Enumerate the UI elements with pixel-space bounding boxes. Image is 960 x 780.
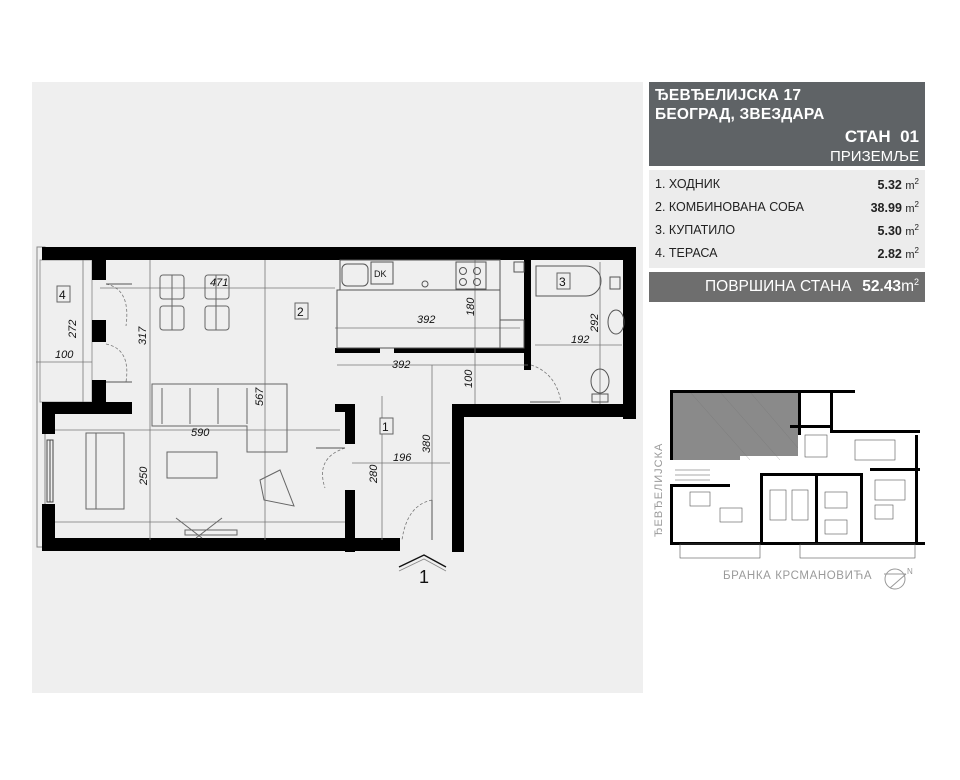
armchair xyxy=(259,469,295,507)
room-row: 3. КУПАТИЛО 5.30 m2 xyxy=(655,223,919,243)
dim-250: 250 xyxy=(138,466,150,486)
living-furniture xyxy=(85,383,295,539)
sofa xyxy=(85,432,125,510)
room-tag-1: 1 xyxy=(382,420,389,434)
room-name: 2. КОМБИНОВАНА СОБА xyxy=(655,200,804,214)
washbasin xyxy=(607,309,625,335)
room-area: 38.99 m2 xyxy=(870,200,919,216)
sink xyxy=(341,263,369,287)
street-name-left: ЂЕВЂЕЛИЈСКА xyxy=(653,443,665,537)
walls xyxy=(42,247,636,552)
room-name: 1. ХОДНИК xyxy=(655,177,721,191)
dimension-labels: 471 272 100 317 392 180 392 100 192 292 … xyxy=(55,277,601,486)
building-key-plan xyxy=(650,380,940,600)
unit-label: СТАН 01 xyxy=(844,127,919,146)
north-compass-icon: N xyxy=(884,567,913,590)
dim-180: 180 xyxy=(465,297,477,316)
compass-north-label: N xyxy=(907,567,913,576)
room-tags: 4 2 3 1 DK xyxy=(56,269,571,435)
room-area-list: 1. ХОДНИК 5.32 m2 2. КОМБИНОВАНА СОБА 38… xyxy=(649,170,925,268)
kitchen xyxy=(336,259,525,349)
dishwasher-label: DK xyxy=(374,269,387,279)
room-area: 2.82 m2 xyxy=(877,246,919,262)
floor-plan-panel: 4 2 3 1 DK 471 272 100 317 392 180 392 1… xyxy=(32,82,643,693)
terrace-area xyxy=(39,259,93,403)
dim-100-corridor: 100 xyxy=(463,369,475,388)
room-tag-4: 4 xyxy=(59,288,66,302)
windows xyxy=(46,439,54,503)
dining-set xyxy=(159,274,230,331)
dim-272: 272 xyxy=(67,320,79,339)
coffee-table xyxy=(166,451,218,479)
room-row: 1. ХОДНИК 5.32 m2 xyxy=(655,177,919,197)
address-city: БЕОГРАД, ЗВЕЗДАРА xyxy=(655,106,825,123)
dim-380: 380 xyxy=(421,434,433,453)
corner-sofa xyxy=(151,383,288,453)
room-tag-2: 2 xyxy=(297,305,304,319)
key-plan-drawing xyxy=(670,390,925,559)
room-name: 3. КУПАТИЛО xyxy=(655,223,736,237)
address-street: ЂЕВЂЕЛИЈСКА 17 xyxy=(655,87,802,104)
total-area-label: ПОВРШИНА СТАНА xyxy=(705,278,852,295)
total-area-box: ПОВРШИНА СТАНА 52.43m2 xyxy=(649,272,925,302)
street-label-left: ЂЕВЂЕЛИЈСКА xyxy=(653,443,665,537)
apartment-header: ЂЕВЂЕЛИЈСКА 17 БЕОГРАД, ЗВЕЗДАРА СТАН 01… xyxy=(649,82,925,166)
dim-196: 196 xyxy=(393,452,412,464)
room-row: 4. ТЕРАСА 2.82 m2 xyxy=(655,246,919,266)
entrance-number: 1 xyxy=(419,567,429,587)
toilet xyxy=(590,368,610,394)
room-area: 5.30 m2 xyxy=(877,223,919,239)
floor-plan-drawing: 4 2 3 1 DK 471 272 100 317 392 180 392 1… xyxy=(36,246,636,587)
dim-392-corridor: 392 xyxy=(392,359,410,371)
highlighted-apartment xyxy=(672,392,798,460)
dim-280: 280 xyxy=(368,464,380,484)
dim-292: 292 xyxy=(589,314,601,333)
total-area-value: 52.43m2 xyxy=(862,277,919,296)
bathtub xyxy=(535,265,602,297)
dim-392-kitchen: 392 xyxy=(417,314,435,326)
room-tag-3: 3 xyxy=(559,275,566,289)
entrance-marker: 1 xyxy=(398,554,447,587)
room-name: 4. ТЕРАСА xyxy=(655,246,718,260)
dishwasher xyxy=(370,261,394,285)
dimension-lines xyxy=(36,260,622,540)
floor-label: ПРИЗЕМЉЕ xyxy=(830,148,919,165)
dim-100-terrace: 100 xyxy=(55,349,74,361)
bathroom xyxy=(535,265,625,403)
dim-590: 590 xyxy=(191,427,210,439)
dim-471: 471 xyxy=(210,277,228,289)
street-name-bottom: БРАНКА КРСМАНОВИЋА xyxy=(723,570,873,582)
dim-192: 192 xyxy=(571,334,589,346)
dim-567: 567 xyxy=(254,387,266,406)
dim-317: 317 xyxy=(137,326,149,345)
stove xyxy=(455,261,487,290)
room-area: 5.32 m2 xyxy=(877,177,919,193)
room-row: 2. КОМБИНОВАНА СОБА 38.99 m2 xyxy=(655,200,919,220)
